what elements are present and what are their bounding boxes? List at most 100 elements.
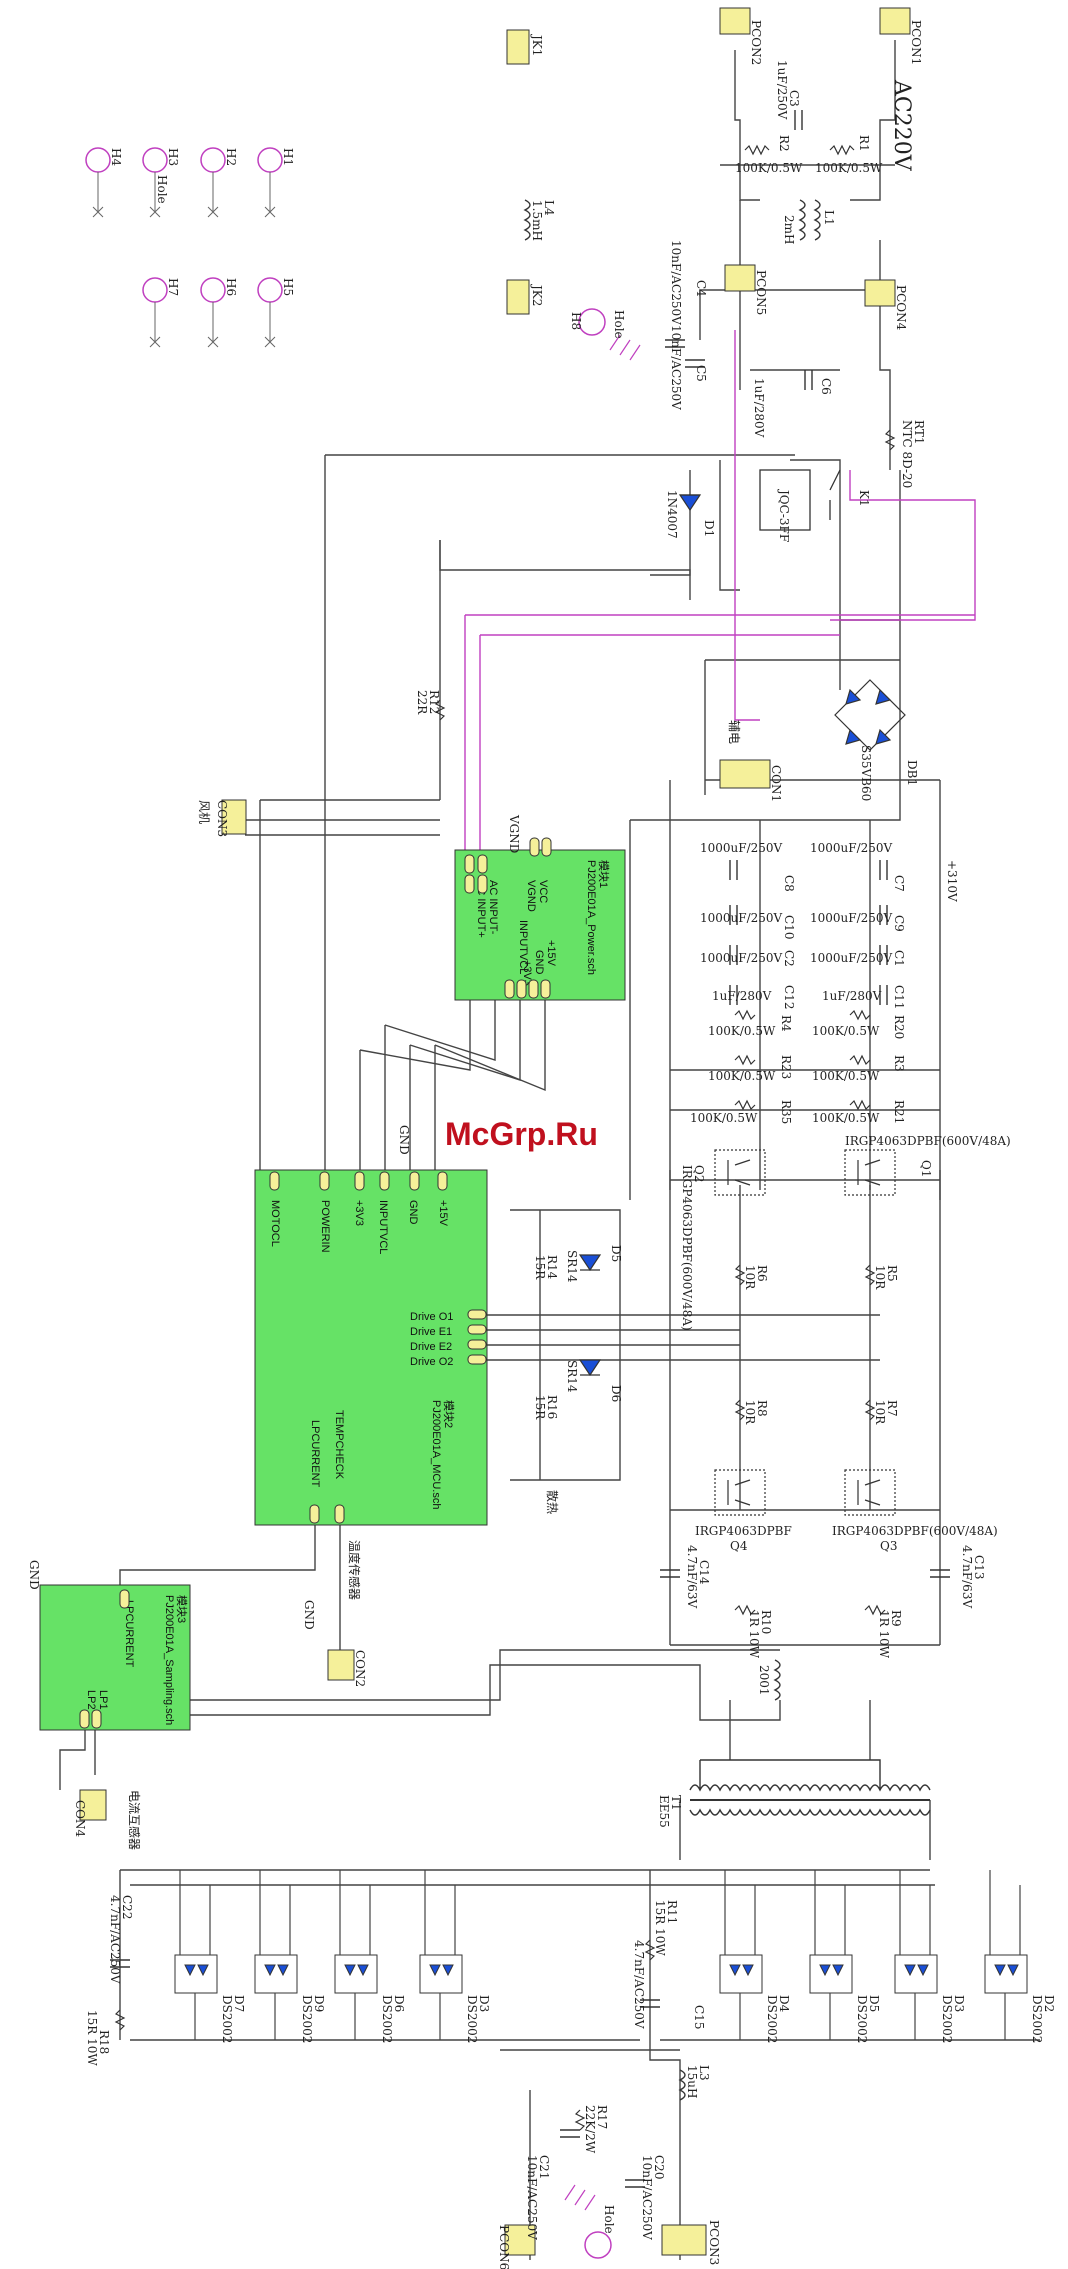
label-con4: CON4: [73, 1800, 87, 1838]
label-r12v: 22R: [415, 690, 429, 715]
bridge-db1: [834, 679, 906, 751]
label-h2: H2: [224, 148, 238, 166]
label-d3b: D3: [477, 1995, 491, 2012]
label-r9v: 1R 10W: [877, 1610, 891, 1659]
label-rdiv-5: 100K/0.5W: [690, 1111, 758, 1125]
label-r10v: 1R 10W: [747, 1610, 761, 1659]
hole-h1: [257, 147, 283, 173]
label-c8: C8: [782, 875, 796, 892]
hole-h8: [578, 308, 606, 336]
con3-connector: [221, 799, 247, 835]
label-r11v: 15R 10W: [653, 1900, 667, 1956]
label-l1: L1: [822, 210, 836, 226]
mcu-module: 模块2 PJ200E01A_MCU.sch MOTOCL POWERIN +3V…: [254, 1169, 488, 1526]
diode-d6b: [334, 1954, 378, 1994]
label-cbig-3: 1000uF/250V: [700, 911, 783, 925]
label-cbig-6: 1000uF/250V: [810, 951, 893, 965]
jk2-connector: [506, 279, 530, 315]
label-d9: D9: [312, 1995, 326, 2012]
hole-h2: [200, 147, 226, 173]
label-con2: CON2: [353, 1650, 367, 1687]
module-pin-pads: [79, 837, 552, 1729]
label-c15: C15: [692, 2005, 706, 2029]
label-r23: R23: [779, 1055, 793, 1079]
label-c11: C11: [892, 985, 906, 1009]
jk1-connector: [506, 29, 530, 65]
label-r3: R3: [892, 1055, 906, 1072]
inductors: [523, 199, 931, 2101]
hole-h7: [142, 277, 168, 303]
label-t2: 2001: [757, 1665, 771, 1696]
label-l1v: 2mH: [782, 215, 796, 244]
power-module-title: 模块1: [597, 860, 610, 888]
zener-diodes: [578, 1254, 602, 1377]
label-gnd-c: GND: [27, 1560, 41, 1590]
watermark: McGrp.Ru: [445, 1116, 598, 1152]
diode-d5b: [809, 1954, 853, 1994]
label-c1: C1: [892, 950, 906, 967]
label-c14v: 4.7nF/63V: [685, 1545, 699, 1608]
label-d2p: DS2002: [1030, 1995, 1044, 2043]
relay-k1: [759, 469, 841, 531]
power-module-name: PJ200E01A_Power.sch: [585, 860, 597, 975]
connectors: [79, 7, 911, 2256]
hole-labels: H4 H3 H2 H1 H7 H6 H5 H8 Hole Hole Hole: [109, 148, 626, 2234]
label-c13v: 4.7nF/63V: [960, 1545, 974, 1608]
label-rt1v: NTC 8D-20: [900, 420, 914, 488]
label-c4v: 10nF/AC250V: [669, 240, 683, 325]
label-rdiv-6: 100K/0.5W: [812, 1111, 880, 1125]
mcu-module-name: PJ200E01A_MCU.sch: [430, 1400, 442, 1509]
label-jk2: JK2: [530, 283, 544, 306]
label-rdiv-3: 100K/0.5W: [708, 1069, 776, 1083]
label-c6: C6: [819, 378, 833, 395]
label-d3p: DS2002: [940, 1995, 954, 2043]
mcu-module-title: 模块2: [442, 1400, 455, 1428]
label-r18: R18: [97, 2030, 111, 2054]
label-r16v: 15R: [533, 1395, 547, 1420]
label-r12: R12: [427, 690, 441, 714]
mcu-pin-powerin: POWERIN: [319, 1200, 331, 1253]
label-d4p: DS2002: [765, 1995, 779, 2043]
label-r9: R9: [889, 1610, 903, 1627]
label-r35: R35: [779, 1100, 793, 1124]
label-c3: C3: [787, 90, 801, 107]
label-pcon6: PCON6: [497, 2225, 511, 2269]
label-d1: D1: [702, 520, 716, 537]
power-pin-ac-plus: AC INPUT+: [475, 880, 487, 938]
label-d3bp: DS2002: [465, 1995, 479, 2043]
label-db1v: S35VB60: [859, 745, 873, 801]
hole-h4: [85, 147, 111, 173]
label-rg-4: 10R: [873, 1400, 887, 1425]
label-r11: R11: [665, 1900, 679, 1924]
diode-d9: [254, 1954, 298, 1994]
label-r21: R21: [892, 1100, 906, 1124]
label-dz-2: SR14: [565, 1360, 579, 1393]
power-pin-15v: +15V: [545, 940, 557, 967]
label-fan-pwr: 辅电: [727, 720, 741, 744]
label-cbig-5: 1000uF/250V: [700, 951, 783, 965]
label-c2: C2: [782, 950, 796, 967]
label-r14v: 15R: [533, 1255, 547, 1280]
label-r10: R10: [759, 1610, 773, 1634]
label-l3: L3: [697, 2065, 711, 2081]
label-con1: CON1: [769, 765, 783, 802]
mcu-pin-gnd: GND: [407, 1200, 419, 1225]
label-h4: H4: [109, 148, 123, 166]
igbt-switches: [714, 1149, 896, 1516]
power-pin-inputvcl: INPUTVCL: [517, 920, 529, 974]
label-q1v: IRGP4063DPBF(600V/48A): [845, 1134, 1011, 1148]
label-pcon2: PCON2: [749, 20, 763, 65]
label-c5: C5: [694, 365, 708, 382]
label-c20: C20: [652, 2155, 666, 2179]
label-gnd-b: GND: [302, 1600, 316, 1630]
label-k1: K1: [857, 490, 871, 507]
label-ct: 电流互感器: [127, 1790, 142, 1850]
label-r5: R5: [885, 1265, 899, 1282]
sampling-pin-lpcurrent: LPCURRENT: [123, 1600, 135, 1668]
label-d4: D4: [777, 1995, 791, 2013]
mcu-pin-drive-e2: Drive E2: [410, 1341, 452, 1353]
label-r1v: 100K/0.5W: [815, 161, 883, 175]
power-pin-gnd: GND: [533, 950, 545, 975]
hole-stems: [92, 172, 276, 348]
label-c3v: 1uF/250V: [775, 60, 789, 120]
